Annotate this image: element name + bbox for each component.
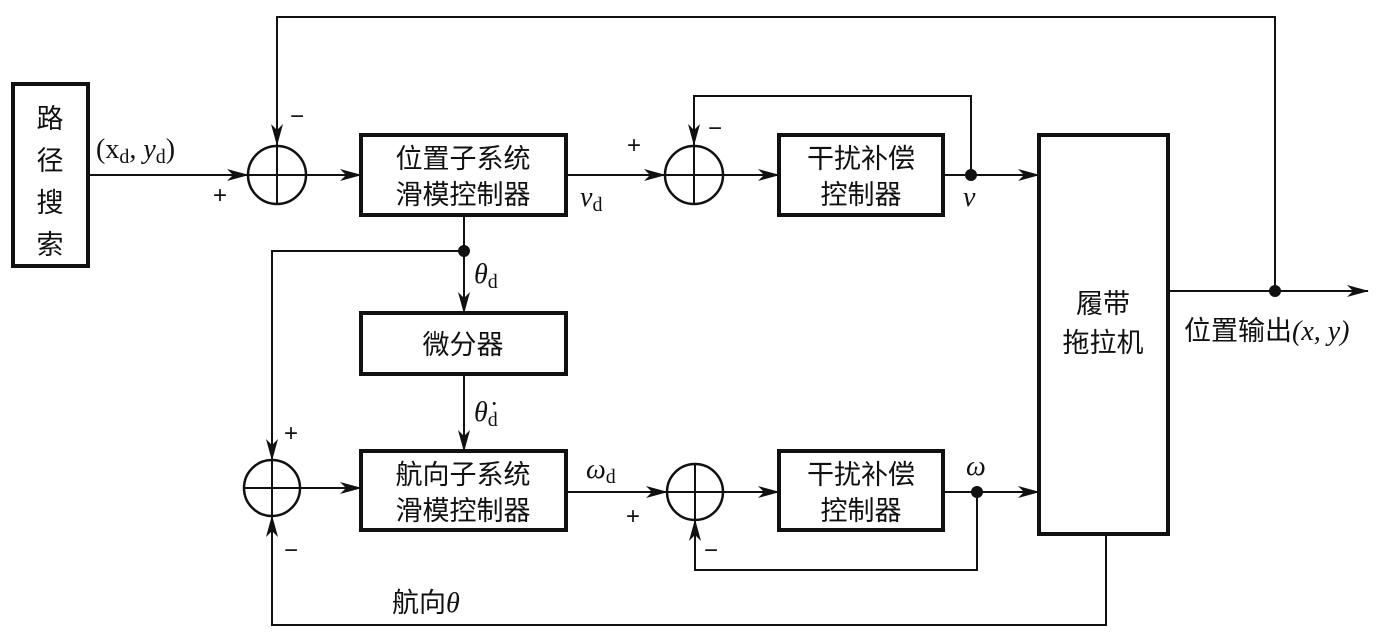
block-position-controller: [359, 133, 568, 217]
branch-dot-omega: [971, 486, 983, 498]
summing-junction-heading: [242, 458, 302, 518]
path-search-char-3: 搜: [37, 188, 64, 219]
signal-label-theta-d: θd: [474, 259, 498, 293]
wire-heading-feedback: [266, 515, 1107, 626]
wire-v-feedback: [688, 95, 972, 175]
summing-junction-velocity: [663, 144, 725, 206]
position-controller-line-2: 滑模控制器: [396, 180, 531, 211]
signal-label-v: v: [963, 182, 976, 213]
block-path-search: [11, 82, 90, 268]
summing-junction-position: [246, 144, 308, 206]
wire-theta-d-to-sum3: [266, 250, 464, 461]
signal-label-xd-yd: (xd, yd): [96, 134, 175, 168]
tractor-line-1: 履带: [1076, 289, 1130, 320]
sign-sum1-plus: +: [213, 182, 227, 209]
heading-controller-line-2: 滑模控制器: [396, 496, 531, 527]
branch-dot-output: [1269, 285, 1281, 297]
signal-label-vd: vd: [580, 182, 602, 216]
sign-sum4-minus: −: [704, 537, 718, 564]
block-differentiator: [359, 311, 568, 376]
wire-omega-feedback: [689, 492, 978, 571]
wire-position-feedback: [271, 16, 1276, 291]
disturbance-w-line-2: 控制器: [821, 496, 902, 527]
path-search-char-1: 路: [37, 104, 64, 135]
differentiator-label: 微分器: [423, 330, 504, 361]
branch-dot-v: [965, 169, 977, 181]
signal-label-position-output: 位置输出(x, y): [1184, 316, 1350, 347]
block-heading-controller: [359, 449, 568, 532]
block-disturbance-v: [777, 133, 945, 217]
signal-label-omega: ω: [966, 451, 986, 482]
signal-label-heading: 航向θ: [392, 588, 460, 619]
path-search-char-4: 索: [37, 230, 64, 261]
signal-label-theta-d-dot: θ̇d: [474, 397, 498, 431]
summing-junction-angular: [665, 462, 725, 522]
block-tractor: [1037, 133, 1170, 536]
disturbance-w-line-1: 干扰补偿: [807, 460, 915, 491]
path-search-char-2: 径: [37, 146, 64, 177]
branch-dot-theta-d: [458, 245, 470, 257]
sign-sum3-minus: −: [284, 537, 298, 564]
label-path-search: 路 径 搜 索: [37, 104, 64, 261]
sign-sum2-plus: +: [627, 132, 641, 159]
disturbance-v-line-1: 干扰补偿: [807, 144, 915, 175]
sign-sum2-minus: −: [708, 115, 722, 142]
position-controller-line-1: 位置子系统: [396, 144, 531, 175]
block-disturbance-w: [777, 449, 945, 532]
heading-controller-line-1: 航向子系统: [396, 460, 531, 491]
sign-sum1-minus: −: [290, 103, 304, 130]
signal-label-omega-d: ωd: [586, 454, 616, 488]
sign-sum3-plus: +: [284, 420, 298, 447]
sign-sum4-plus: +: [626, 503, 640, 530]
tractor-line-2: 拖拉机: [1063, 328, 1144, 359]
disturbance-v-line-2: 控制器: [821, 180, 902, 211]
